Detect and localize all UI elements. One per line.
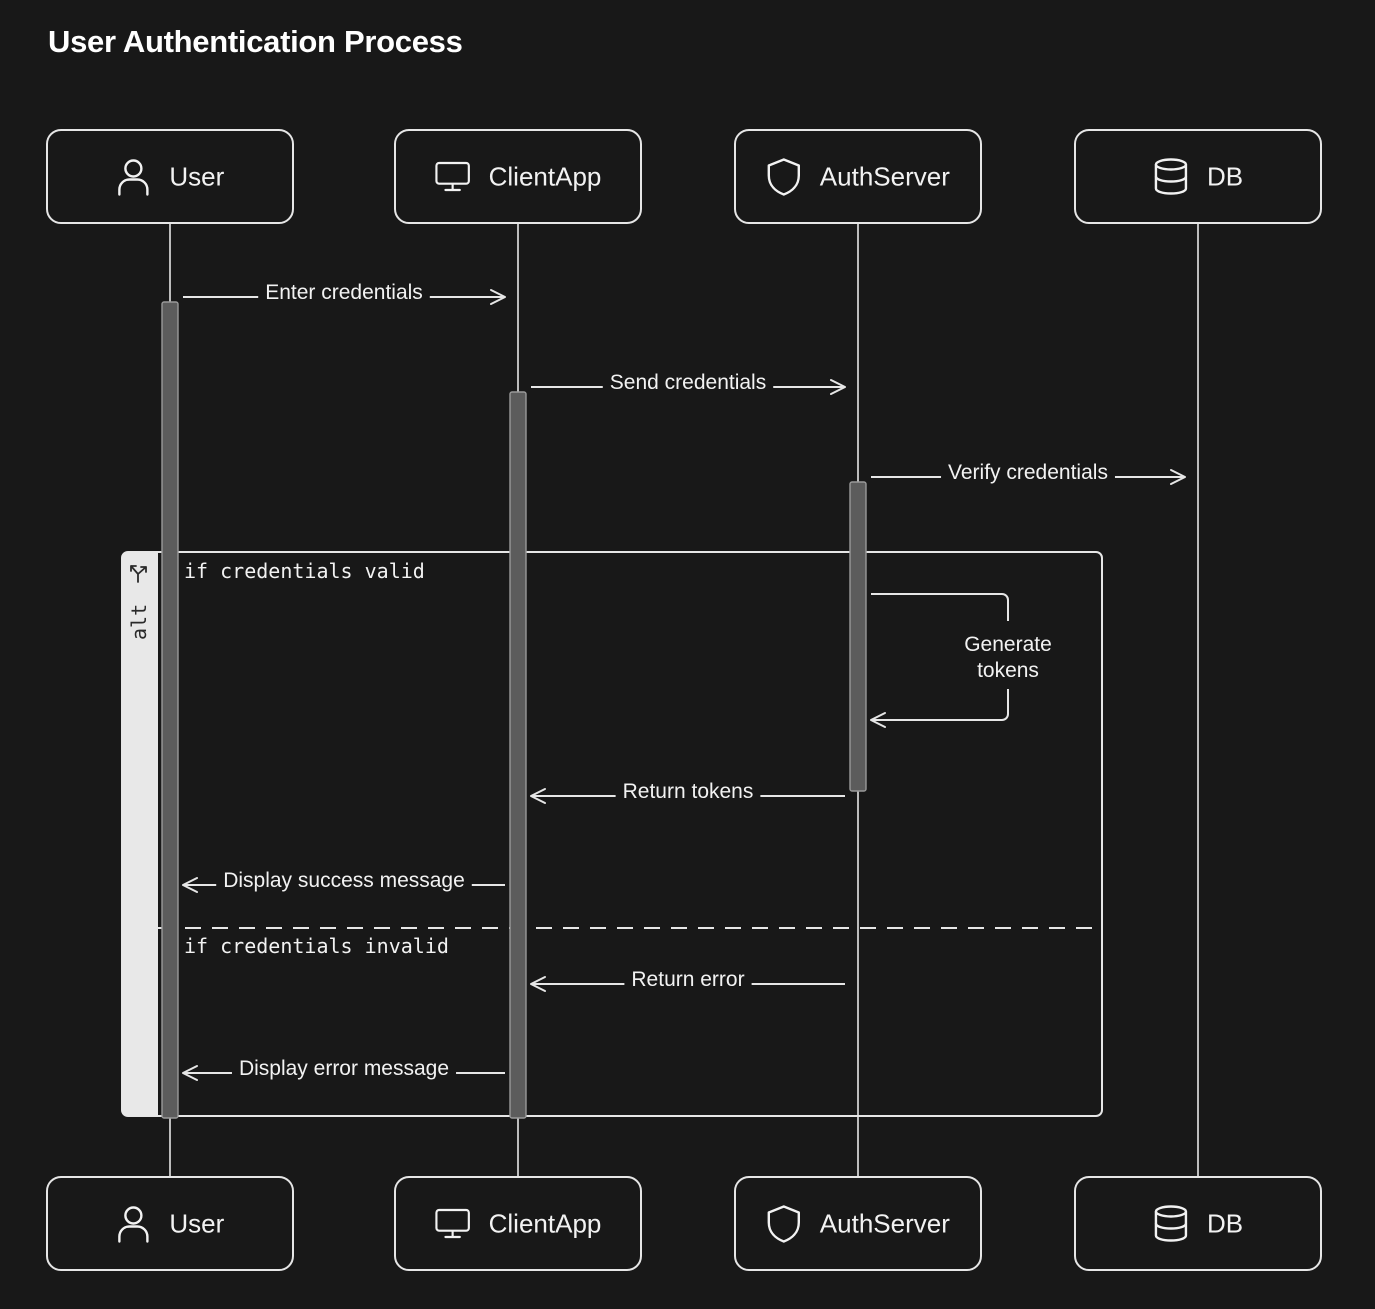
message-label: Return tokens <box>623 780 754 803</box>
message-label: Return error <box>631 968 744 991</box>
activation-bar-clientapp <box>509 391 527 1119</box>
label-bg <box>602 373 774 401</box>
participant-box <box>1074 129 1322 224</box>
participant-clientapp-top[interactable]: ClientApp <box>394 129 642 224</box>
arrow-head <box>530 788 546 804</box>
participant-label: User <box>169 162 224 192</box>
label-bg <box>941 463 1115 491</box>
diagram-title: User Authentication Process <box>48 24 463 59</box>
participant-box <box>734 1176 982 1271</box>
arrow-head <box>490 289 506 305</box>
message-0: Enter credentials <box>183 281 506 311</box>
participant-box <box>734 129 982 224</box>
message-label: Display error message <box>239 1057 449 1080</box>
arrow-head <box>530 976 546 992</box>
participant-label: User <box>169 1209 224 1239</box>
participant-clientapp-bottom[interactable]: ClientApp <box>394 1176 642 1271</box>
message-7: Display error message <box>182 1057 505 1087</box>
participant-box <box>394 129 642 224</box>
participant-db-bottom[interactable]: DB <box>1074 1176 1322 1271</box>
message-label: Enter credentials <box>265 281 423 304</box>
message-4: Return tokens <box>530 780 845 810</box>
participant-authserver-bottom[interactable]: AuthServer <box>734 1176 982 1271</box>
participant-db-top[interactable]: DB <box>1074 129 1322 224</box>
message-label: Verify credentials <box>948 461 1108 484</box>
message-label: Send credentials <box>610 371 766 394</box>
label-bg <box>231 1059 457 1087</box>
arrow-head <box>830 379 846 395</box>
arrow-head <box>182 877 198 893</box>
participant-user-bottom[interactable]: User <box>46 1176 294 1271</box>
branch-icon <box>130 565 147 583</box>
alt-frame-tab <box>122 552 158 1116</box>
alt-condition: if credentials invalid <box>184 934 449 958</box>
participant-box <box>1074 1176 1322 1271</box>
activation-bar-authserver <box>849 481 867 792</box>
message-label: Display success message <box>223 869 465 892</box>
participant-box <box>46 1176 294 1271</box>
participant-box <box>394 1176 642 1271</box>
participant-label: DB <box>1207 1209 1243 1239</box>
participant-user-top[interactable]: User <box>46 129 294 224</box>
label-bg <box>624 970 752 998</box>
activation-bar-user <box>161 301 179 1119</box>
alt-frame-label: alt <box>127 604 151 640</box>
participant-label: ClientApp <box>489 1209 602 1239</box>
message-6: Return error <box>530 968 845 998</box>
label-bg <box>216 871 472 899</box>
label-bg <box>948 621 1068 689</box>
alt-condition: if credentials valid <box>184 559 425 583</box>
label-bg <box>615 782 761 810</box>
message-1: Send credentials <box>531 371 846 401</box>
label-bg <box>258 283 430 311</box>
arrow-head <box>870 712 886 728</box>
participant-label: AuthServer <box>820 162 950 192</box>
arrow-head <box>182 1065 198 1081</box>
participant-box <box>46 129 294 224</box>
arrow-head <box>1170 469 1186 485</box>
participant-label: ClientApp <box>489 162 602 192</box>
participant-authserver-top[interactable]: AuthServer <box>734 129 982 224</box>
participant-label: AuthServer <box>820 1209 950 1239</box>
message-2: Verify credentials <box>871 461 1186 491</box>
participant-label: DB <box>1207 162 1243 192</box>
message-5: Display success message <box>182 869 505 899</box>
